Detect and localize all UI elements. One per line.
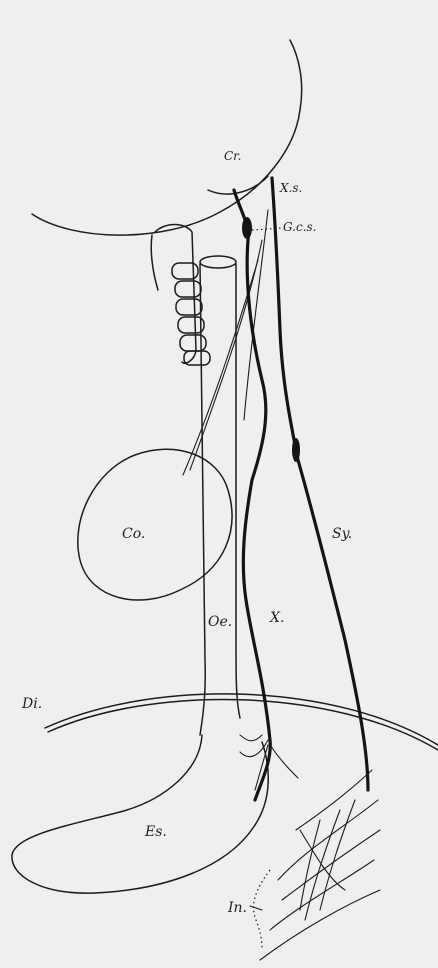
label-vagus-superior: X.s. (279, 181, 302, 195)
oesophagus-tube (200, 256, 240, 735)
label-ganglion-cervicale-superius: G.c.s. (283, 220, 316, 234)
heart-outline (78, 449, 232, 600)
label-sympathicus: Sy. (332, 526, 352, 542)
label-cor: Co. (122, 526, 145, 542)
diaphragm (45, 694, 438, 750)
label-cranium: Cr. (224, 149, 241, 163)
stomach-outline (12, 735, 268, 893)
intestinal-plexus (260, 770, 380, 960)
ganglion-vagus (242, 217, 252, 239)
leader-in (250, 906, 262, 910)
label-diaphragma: Di. (21, 696, 42, 712)
label-oesophagus: Oe. (208, 614, 232, 630)
ganglion-sympathetic (292, 438, 300, 462)
cranium-outline (32, 40, 302, 235)
label-ventriculus: Es. (144, 824, 167, 840)
label-intestinum: In. (227, 900, 247, 916)
leader-gcs (252, 228, 282, 230)
label-vagus: X. (269, 610, 284, 626)
